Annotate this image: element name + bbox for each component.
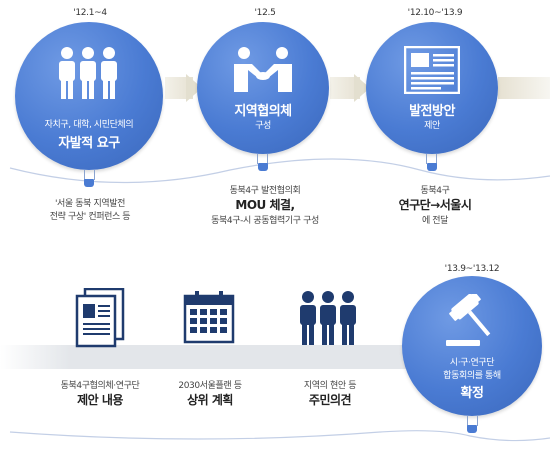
balloon-2-rope xyxy=(257,154,258,164)
final-basket xyxy=(467,425,477,433)
row2-band xyxy=(0,345,470,369)
note-1: '서울 동북 지역발전 전략 구상' 컨퍼런스 등 xyxy=(20,196,160,222)
balloon-3-small: 제안 xyxy=(424,121,440,131)
balloon-1-basket xyxy=(84,179,94,187)
documents-icon xyxy=(75,288,125,348)
note-1-line-1: '서울 동북 지역발전 xyxy=(54,199,126,209)
final-rope xyxy=(477,416,478,426)
note-2-bottom: 동북4구-시 공동협력기구 구성 xyxy=(211,216,319,226)
row2-path xyxy=(9,430,550,442)
item-3: 지역의 현안 등 주민의견 xyxy=(270,378,390,408)
item-2-small: 2030서울플랜 등 xyxy=(178,381,242,391)
item-1-big: 제안 내용 xyxy=(77,393,123,407)
item-3-small: 지역의 현안 등 xyxy=(303,381,357,391)
people-icon xyxy=(59,47,117,99)
balloon-2-rope xyxy=(267,154,268,164)
balloon-2-big: 지역협의체 xyxy=(234,104,292,119)
final-big: 확정 xyxy=(460,386,484,401)
balloon-2-basket xyxy=(258,163,268,171)
final-small-2: 합동회의를 통해 xyxy=(443,371,501,381)
final-small-1: 시·구·연구단 xyxy=(449,358,495,368)
balloon-1-rope xyxy=(84,170,85,180)
note-2: 동북4구 발전협의회 MOU 체결, 동북4구-시 공동협력기구 구성 xyxy=(185,183,345,226)
item-3-big: 주민의견 xyxy=(308,393,352,407)
balloon-3-rope xyxy=(426,154,427,164)
note-3-big: 연구단→서울시 xyxy=(398,198,472,212)
calendar-icon xyxy=(183,291,235,344)
item-1: 동북4구협의체·연구단 제안 내용 xyxy=(30,378,170,408)
arrow-band-2 xyxy=(330,77,360,99)
arrow-right-icon-1 xyxy=(186,74,202,102)
balloon-3-rope xyxy=(436,154,437,164)
row1-path xyxy=(9,158,550,184)
item-2-big: 상위 계획 xyxy=(187,393,233,407)
handshake-icon xyxy=(234,47,292,92)
note-3-top: 동북4구 xyxy=(420,186,450,196)
item-2: 2030서울플랜 등 상위 계획 xyxy=(150,378,270,408)
balloon-3-big: 발전방안 xyxy=(409,104,455,119)
balloon-1-rope xyxy=(94,170,95,180)
balloon-2 xyxy=(197,22,329,154)
arrow-band-3 xyxy=(498,77,550,99)
balloon-1-big: 자발적 요구 xyxy=(58,136,120,151)
note-3-bottom: 에 전달 xyxy=(421,216,449,226)
item-1-small: 동북4구협의체·연구단 xyxy=(60,381,140,391)
date-2: '12.5 xyxy=(254,8,276,18)
arrow-right-icon-2 xyxy=(354,74,370,102)
date-3: '12.10~'13.9 xyxy=(407,8,463,18)
gavel-icon xyxy=(446,294,491,346)
balloon-3-basket xyxy=(427,163,437,171)
date-1: '12.1~4 xyxy=(73,8,107,18)
note-1-line-2: 전략 구상' 컨퍼런스 등 xyxy=(49,212,131,222)
final-rope xyxy=(467,416,468,426)
date-4: '13.9~'13.12 xyxy=(444,264,500,274)
balloon-2-small: 구성 xyxy=(255,121,271,131)
newspaper-icon xyxy=(404,46,460,94)
note-2-big: MOU 체결, xyxy=(235,198,295,212)
residents-icon xyxy=(300,291,356,345)
balloon-1-small: 자치구, 대학, 시민단체의 xyxy=(44,120,134,130)
note-2-top: 동북4구 발전협의회 xyxy=(229,186,301,196)
note-3: 동북4구 연구단→서울시 에 전달 xyxy=(370,183,500,226)
